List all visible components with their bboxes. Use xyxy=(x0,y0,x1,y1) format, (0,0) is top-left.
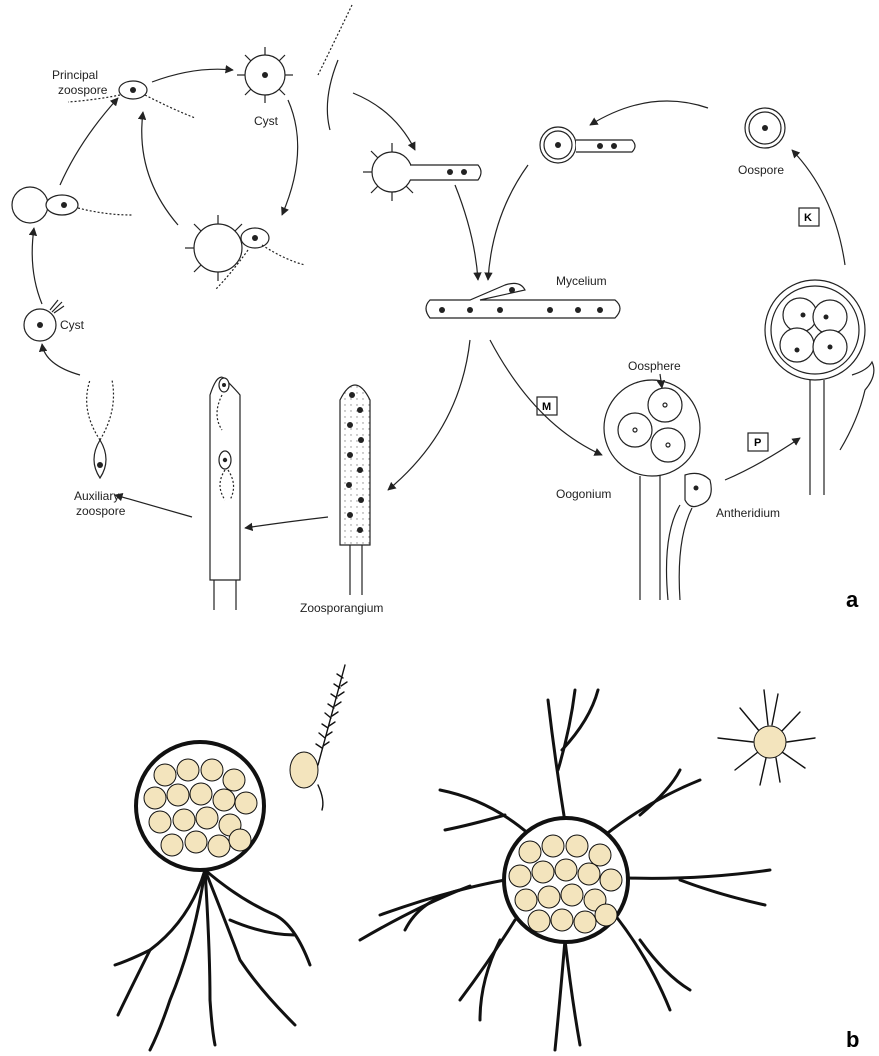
antheridium-label: Antheridium xyxy=(716,506,780,520)
principal-zoospore-label-1: Principal xyxy=(52,68,98,82)
oospore-label: Oospore xyxy=(738,163,784,177)
germinating-oospore xyxy=(540,127,635,163)
box-p: P xyxy=(754,437,761,449)
cycle-arrows xyxy=(32,69,845,528)
germinating-cyst xyxy=(185,215,305,290)
auxiliary-zoospore-label-1: Auxiliary xyxy=(74,489,119,503)
fertilised-oogonium xyxy=(765,280,874,495)
panel-b-label: b xyxy=(846,1027,859,1052)
cyst-right-organism xyxy=(360,690,770,1050)
cyst-left-label: Cyst xyxy=(60,318,85,332)
releasing-zoosporangium xyxy=(210,377,240,610)
cyst-top xyxy=(237,47,293,103)
zoosporangium-label: Zoosporangium xyxy=(300,601,383,615)
panel-a-label: a xyxy=(846,587,859,612)
auxiliary-zoospore-label-2: zoospore xyxy=(76,504,126,518)
secondary-zoospore-left xyxy=(12,187,132,223)
principal-zoospore-label-2: zoospore xyxy=(58,83,108,97)
mycelium-label: Mycelium xyxy=(556,274,607,288)
panel-b: b xyxy=(115,665,859,1052)
cyst-top-label: Cyst xyxy=(254,114,279,128)
mycelium xyxy=(426,283,620,318)
oosphere-label: Oosphere xyxy=(628,359,681,373)
box-k: K xyxy=(804,212,812,224)
cyst-left-organism xyxy=(115,742,310,1050)
panel-a: Principal zoospore Cyst xyxy=(12,5,874,615)
oogonium-label: Oogonium xyxy=(556,487,611,501)
cyst-left xyxy=(24,300,64,341)
box-m: M xyxy=(542,401,551,413)
flagellate-zoospore xyxy=(290,665,347,810)
zoosporangium xyxy=(340,385,370,595)
oospore xyxy=(745,108,785,148)
auxiliary-zoospore xyxy=(87,380,114,478)
spiny-cyst xyxy=(718,690,815,785)
cyst-germ-tube xyxy=(318,5,481,201)
antheridium xyxy=(667,473,712,600)
